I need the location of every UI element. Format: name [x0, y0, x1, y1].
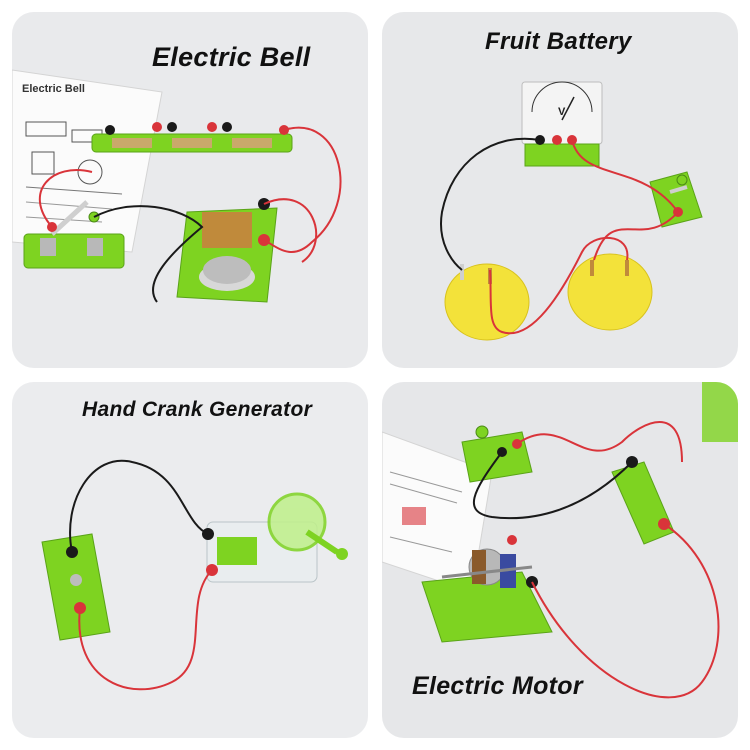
fruit-battery-photo: V Fruit Battery — [382, 12, 738, 368]
voltmeter-mark: V — [558, 106, 566, 118]
caption-hand-crank-generator: Hand Crank Generator — [82, 398, 313, 421]
hand-crank-generator-photo: Hand Crank Generator — [12, 382, 368, 738]
hand-crank-generator-illustration — [41, 459, 348, 691]
generator — [202, 492, 348, 583]
caption-fruit-battery: Fruit Battery — [485, 28, 632, 55]
partial-component — [702, 382, 738, 442]
terminal-board — [41, 533, 111, 641]
switch — [461, 425, 533, 483]
motor — [421, 535, 553, 643]
voltmeter: V — [521, 81, 603, 167]
electric-motor-photo: Electric Motor — [382, 382, 738, 738]
knife-switch — [23, 200, 125, 269]
bell-unit — [176, 198, 278, 303]
lemons — [444, 253, 653, 341]
electric-motor-illustration — [382, 382, 738, 699]
instruction-sheet: Electric Bell — [12, 69, 163, 253]
sheet-heading: Electric Bell — [22, 83, 85, 95]
battery-holder — [611, 456, 675, 545]
electric-bell-illustration: Electric Bell — [12, 69, 342, 303]
electric-bell-photo: Electric Bell — [12, 12, 368, 368]
switch — [649, 171, 703, 228]
fruit-battery-illustration: V — [440, 81, 703, 341]
caption-electric-motor: Electric Motor — [412, 672, 583, 700]
caption-electric-bell: Electric Bell — [152, 42, 311, 72]
battery-holder — [91, 122, 293, 153]
